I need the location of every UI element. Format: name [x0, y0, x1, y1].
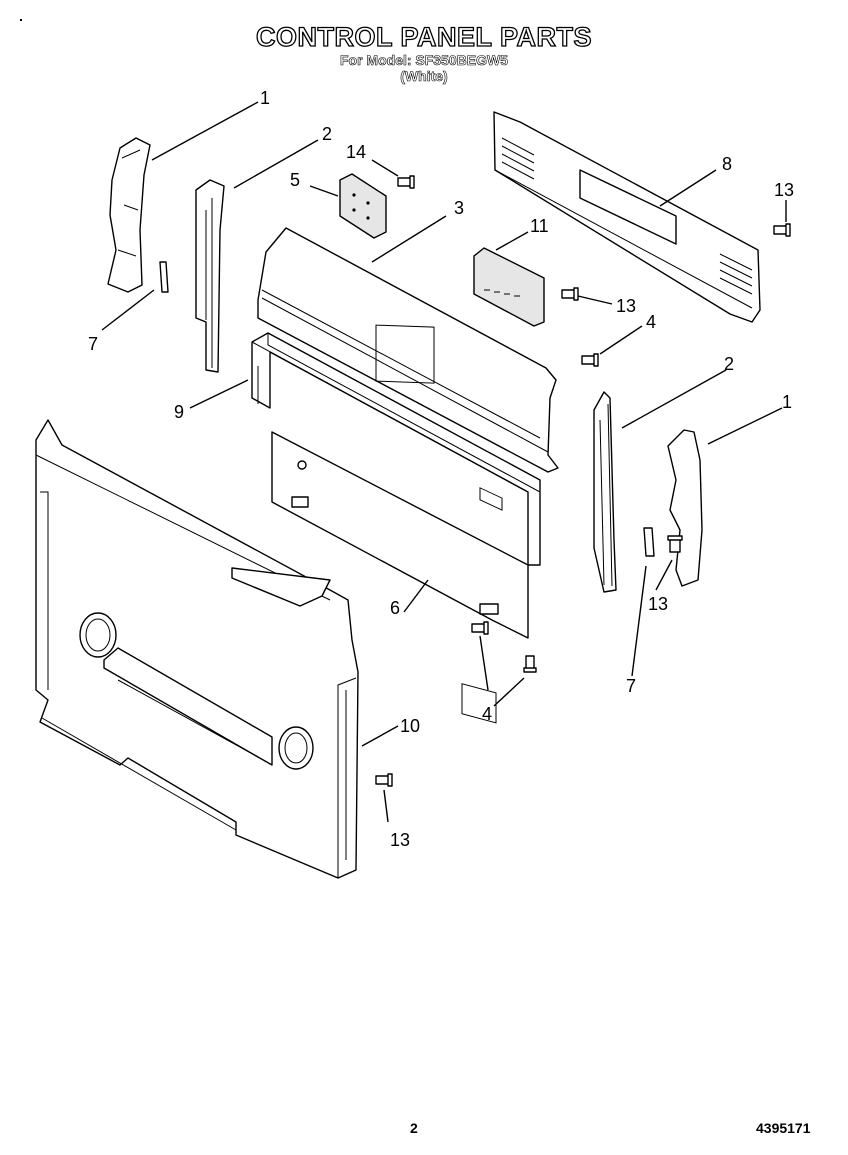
part-10-rear-panel — [35, 419, 359, 879]
callout-2-top: 2 — [322, 124, 332, 144]
callout-11: 11 — [530, 216, 549, 236]
part-13-screw-d — [375, 773, 393, 787]
callout-4-bottom: 4 — [482, 704, 492, 724]
stray-dot — [20, 19, 22, 21]
callout-14: 14 — [346, 142, 366, 162]
part-13-screw-c — [667, 535, 683, 553]
part-9-support-channel — [251, 332, 541, 566]
callout-13-right: 13 — [648, 594, 668, 614]
callout-10: 10 — [400, 716, 420, 736]
color-variant: (White) — [400, 68, 448, 85]
page-number: 2 — [410, 1120, 418, 1136]
part-2-side-bracket-right — [593, 391, 617, 593]
part-3-control-panel — [257, 227, 559, 473]
page-title: CONTROL PANEL PARTS — [255, 21, 593, 52]
callout-1-right: 1 — [782, 392, 792, 412]
part-8-rear-bracket — [493, 111, 761, 323]
part-4-screw-c — [523, 655, 537, 673]
document-number: 4395171 — [756, 1120, 811, 1136]
part-2-side-bracket-left — [195, 179, 225, 373]
part-11-electronic-control — [473, 247, 545, 511]
vent-slots-left — [501, 137, 535, 180]
part-4-screw-a — [581, 353, 599, 367]
callout-8: 8 — [722, 154, 732, 174]
callout-labels: 1 2 14 5 3 8 13 11 13 4 7 2 1 9 13 6 7 4… — [88, 88, 794, 850]
callout-13-bottom: 13 — [390, 830, 410, 850]
part-1-end-cap-left — [107, 137, 151, 293]
part-5-mounting-plate — [339, 173, 387, 239]
model-subtitle: For Model: SF350BEGW5 — [339, 52, 509, 69]
callout-5: 5 — [290, 170, 300, 190]
part-7-clip-right — [643, 527, 655, 557]
callout-7-left: 7 — [88, 334, 98, 354]
callout-4-top: 4 — [646, 312, 656, 332]
part-7-clip-left — [159, 261, 169, 293]
part-14-screw — [397, 175, 415, 189]
part-4-screw-b — [471, 621, 489, 635]
part-1-end-cap-right — [667, 429, 703, 587]
callout-6: 6 — [390, 598, 400, 618]
leader-lines — [101, 101, 787, 823]
callout-13-top-right: 13 — [774, 180, 794, 200]
part-13-screw-a — [773, 223, 791, 237]
callout-9: 9 — [174, 402, 184, 422]
vent-slots-right — [719, 253, 753, 295]
callout-1-top: 1 — [260, 88, 270, 108]
part-6-inner-panel — [271, 431, 529, 724]
callout-2-right: 2 — [724, 354, 734, 374]
callout-3: 3 — [454, 198, 464, 218]
part-13-screw-b — [561, 287, 579, 301]
callout-7-right: 7 — [626, 676, 636, 696]
callout-13-clock: 13 — [616, 296, 636, 316]
